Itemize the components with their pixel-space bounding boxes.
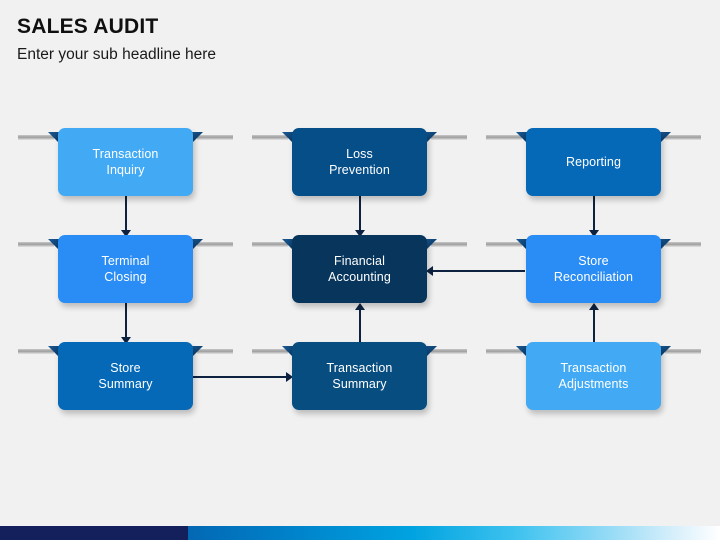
node-label: Transaction Inquiry: [92, 147, 159, 177]
node-body[interactable]: Financial Accounting: [292, 235, 427, 303]
ribbon-wing-left-icon: [486, 346, 530, 360]
ribbon-wing-left-icon: [486, 239, 530, 253]
ribbon-wing-right-icon: [657, 132, 701, 146]
node-label: Reporting: [565, 155, 622, 169]
ribbon-wing-left-icon: [18, 346, 62, 360]
process-flow-diagram: Transaction Inquiry Loss Prevention Repo…: [18, 128, 701, 410]
page-header: SALES AUDIT Enter your sub headline here: [17, 14, 216, 66]
node-label: Terminal Closing: [101, 254, 150, 284]
node-financial-accounting[interactable]: Financial Accounting: [252, 235, 467, 303]
ribbon-wing-right-icon: [423, 346, 467, 360]
arrowhead-transaction-summary-left: [286, 372, 293, 382]
ribbon-wing-right-icon: [657, 346, 701, 360]
arrowhead-terminal-closing-top: [121, 230, 131, 237]
ribbon-wing-left-icon: [252, 239, 296, 253]
ribbon-wing-right-icon: [189, 346, 233, 360]
node-terminal-closing[interactable]: Terminal Closing: [18, 235, 233, 303]
connector-loss-prevention-to-financial-accounting: [359, 196, 361, 236]
ribbon-wing-right-icon: [189, 132, 233, 146]
node-reporting[interactable]: Reporting: [486, 128, 701, 196]
node-body[interactable]: Terminal Closing: [58, 235, 193, 303]
connector-transaction-summary-to-financial-accounting: [359, 308, 361, 346]
node-body[interactable]: Loss Prevention: [292, 128, 427, 196]
node-body[interactable]: Transaction Inquiry: [58, 128, 193, 196]
node-store-reconciliation[interactable]: Store Reconciliation: [486, 235, 701, 303]
node-body[interactable]: Reporting: [526, 128, 661, 196]
node-label: Transaction Adjustments: [558, 361, 629, 391]
connector-terminal-closing-to-store-summary: [125, 303, 127, 343]
ribbon-wing-left-icon: [18, 239, 62, 253]
ribbon-wing-left-icon: [486, 132, 530, 146]
ribbon-wing-right-icon: [189, 239, 233, 253]
arrowhead-financial-accounting-right: [426, 266, 433, 276]
ribbon-wing-right-icon: [657, 239, 701, 253]
ribbon-wing-right-icon: [423, 132, 467, 146]
node-body[interactable]: Store Reconciliation: [526, 235, 661, 303]
ribbon-wing-left-icon: [18, 132, 62, 146]
node-label: Transaction Summary: [326, 361, 393, 391]
ribbon-wing-left-icon: [252, 346, 296, 360]
arrowhead-store-summary-top: [121, 337, 131, 344]
node-store-summary[interactable]: Store Summary: [18, 342, 233, 410]
footer-accent-bar: [0, 526, 720, 540]
node-body[interactable]: Transaction Summary: [292, 342, 427, 410]
node-transaction-summary[interactable]: Transaction Summary: [252, 342, 467, 410]
connector-transaction-adjustments-to-store-reconciliation: [593, 308, 595, 346]
connector-transaction-inquiry-to-terminal-closing: [125, 196, 127, 236]
arrowhead-store-reconciliation-bottom: [589, 303, 599, 310]
arrowhead-financial-accounting-top: [355, 230, 365, 237]
node-label: Store Summary: [98, 361, 153, 391]
arrowhead-financial-accounting-bottom: [355, 303, 365, 310]
node-body[interactable]: Store Summary: [58, 342, 193, 410]
node-label: Store Reconciliation: [553, 254, 634, 284]
connector-store-reconciliation-to-financial-accounting: [431, 270, 525, 272]
page-title: SALES AUDIT: [17, 15, 159, 38]
node-label: Financial Accounting: [328, 254, 391, 284]
page-subtitle: Enter your sub headline here: [17, 46, 217, 63]
footer-accent-navy: [0, 526, 188, 540]
ribbon-wing-left-icon: [252, 132, 296, 146]
node-label: Loss Prevention: [329, 147, 390, 177]
arrowhead-store-reconciliation-top: [589, 230, 599, 237]
connector-store-summary-to-transaction-summary: [193, 376, 291, 378]
connector-reporting-to-store-reconciliation: [593, 196, 595, 236]
node-transaction-adjustments[interactable]: Transaction Adjustments: [486, 342, 701, 410]
footer-accent-gradient: [188, 526, 720, 540]
node-loss-prevention[interactable]: Loss Prevention: [252, 128, 467, 196]
node-transaction-inquiry[interactable]: Transaction Inquiry: [18, 128, 233, 196]
node-body[interactable]: Transaction Adjustments: [526, 342, 661, 410]
ribbon-wing-right-icon: [423, 239, 467, 253]
